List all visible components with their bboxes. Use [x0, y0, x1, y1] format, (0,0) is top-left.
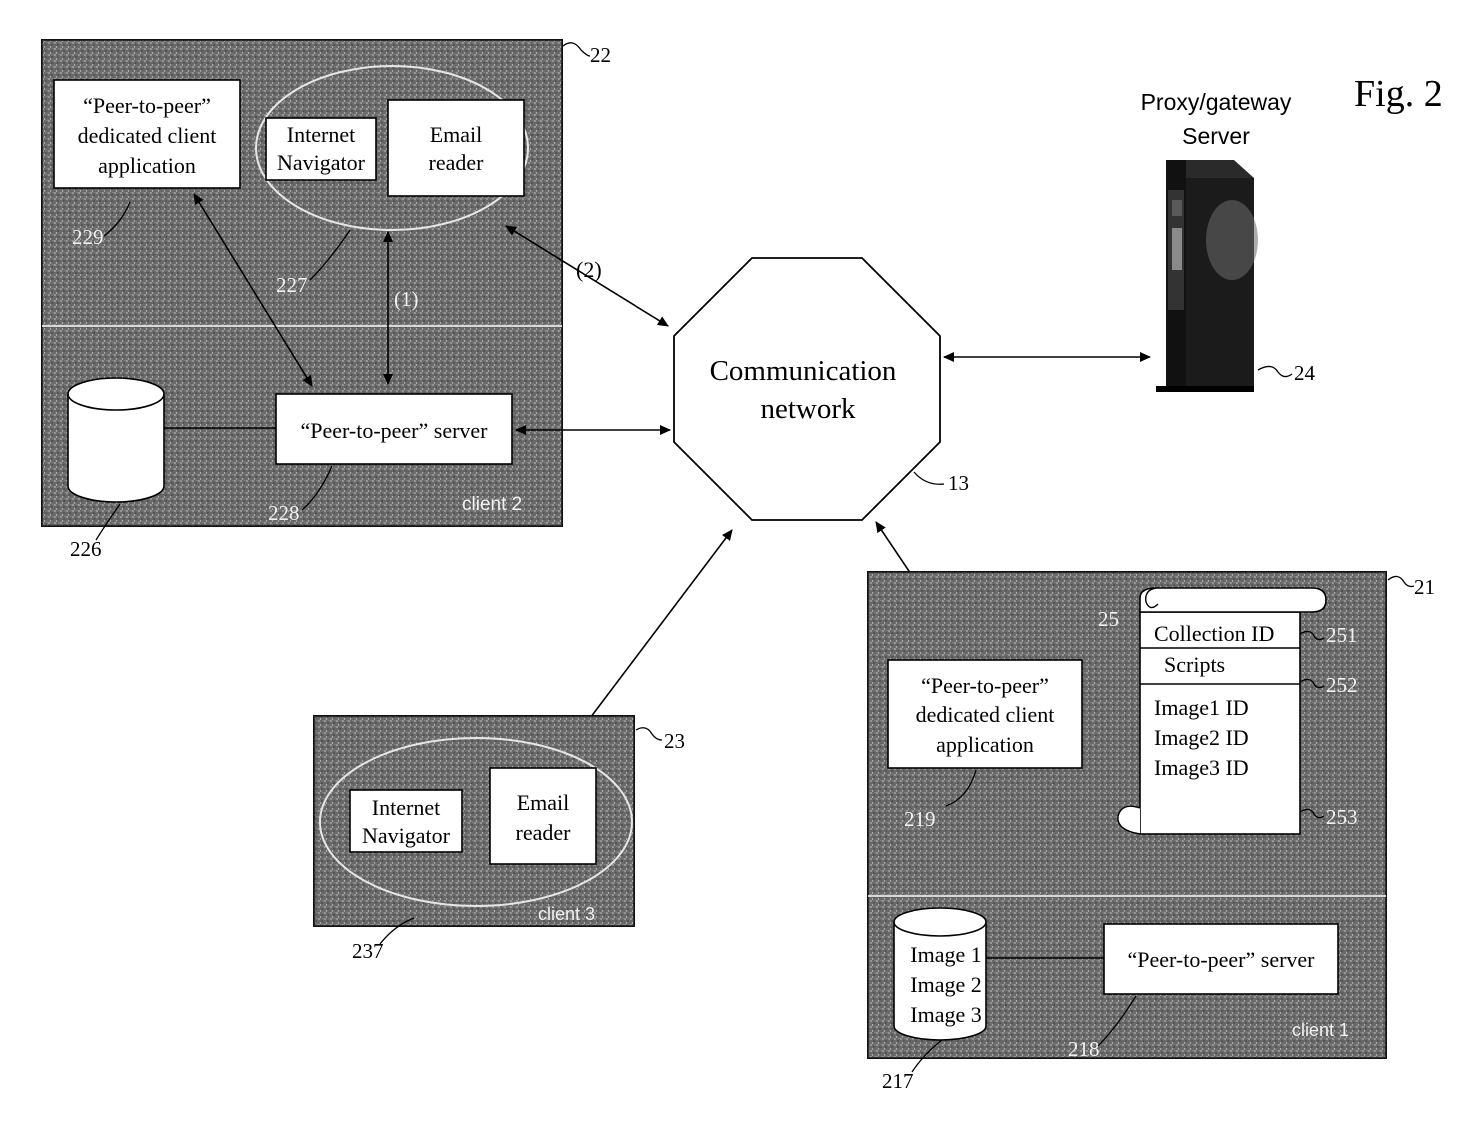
client1-db-item2: Image 2 — [910, 972, 981, 997]
scroll-scripts-ref: 252 — [1326, 673, 1358, 697]
client1-database: Image 1 Image 2 Image 3 — [894, 908, 986, 1040]
client3-network-arrow — [572, 530, 732, 742]
client2-name: client 2 — [462, 494, 522, 515]
scroll-collection-id: Collection ID — [1154, 621, 1274, 646]
collection-scroll: Collection ID Scripts Image1 ID Image2 I… — [1118, 588, 1326, 834]
client3-name: client 3 — [538, 904, 595, 924]
client2-app-line1: “Peer-to-peer” — [83, 93, 211, 118]
client3-ref: 23 — [664, 729, 685, 753]
scroll-ref: 25 — [1098, 607, 1119, 631]
client2-app-line2: dedicated client — [78, 123, 217, 148]
client1-p2p-server-box: “Peer-to-peer” server — [1104, 924, 1338, 994]
scroll-images-ref: 253 — [1326, 805, 1358, 829]
client1-db-item1: Image 1 — [910, 942, 981, 967]
network-ref-leader — [914, 472, 944, 484]
client2-arrow1-label: (1) — [394, 287, 419, 311]
client3-ref-leader — [636, 728, 662, 740]
client1-ref: 21 — [1414, 575, 1435, 599]
communication-network: Communication network — [674, 258, 940, 520]
network-ref: 13 — [948, 471, 969, 495]
client1-app-ref: 219 — [904, 807, 936, 831]
client2-navigator-box: Internet Navigator — [266, 118, 376, 180]
client1-app-line2: dedicated client — [916, 702, 1055, 727]
client3-email-line2: reader — [516, 820, 572, 845]
client1-server-ref: 218 — [1068, 1037, 1100, 1061]
client2-dedicated-app-box: “Peer-to-peer” dedicated client applicat… — [54, 80, 240, 188]
client3-navigator-line1: Internet — [372, 795, 440, 820]
client2-server-label: “Peer-to-peer” server — [300, 418, 488, 443]
client2-email-box: Email reader — [388, 100, 524, 196]
scroll-image1-id: Image1 ID — [1154, 695, 1249, 720]
client1-db-ref: 217 — [882, 1069, 914, 1093]
scroll-image2-id: Image2 ID — [1154, 725, 1249, 750]
client2-arrow2-label: (2) — [576, 257, 602, 282]
client1-ref-leader — [1388, 576, 1414, 586]
client2-p2p-server-box: “Peer-to-peer” server — [276, 394, 512, 464]
proxy-title-line1: Proxy/gateway — [1141, 89, 1292, 115]
proxy-title-line2: Server — [1182, 123, 1250, 149]
client2-navigator-line1: Internet — [287, 122, 355, 147]
client2-app-ref: 229 — [72, 225, 104, 249]
client3-navigator-box: Internet Navigator — [350, 790, 462, 852]
client2-ref: 22 — [590, 43, 611, 67]
client2-server-ref: 228 — [268, 501, 300, 525]
client3-email-box: Email reader — [490, 768, 596, 864]
client1-name: client 1 — [1292, 1020, 1349, 1040]
client1-app-line1: “Peer-to-peer” — [921, 673, 1049, 698]
client2-database — [68, 378, 164, 502]
client2-app-line3: application — [98, 153, 196, 178]
client2-ref-leader — [563, 43, 590, 56]
client2-browser-ref: 227 — [276, 273, 308, 297]
network-label-line2: network — [760, 393, 856, 425]
client1-server-label: “Peer-to-peer” server — [1127, 947, 1315, 972]
client2-db-ref: 226 — [70, 537, 102, 561]
proxy-ref-leader — [1258, 366, 1292, 376]
network-label-line1: Communication — [710, 355, 897, 387]
proxy-ref: 24 — [1294, 361, 1316, 385]
client3-browser-ref: 237 — [352, 939, 384, 963]
client1-db-item3: Image 3 — [910, 1002, 981, 1027]
client3-navigator-line2: Navigator — [362, 823, 451, 848]
client3-email-line1: Email — [517, 790, 570, 815]
scroll-scripts: Scripts — [1164, 652, 1225, 677]
figure-label: Fig. 2 — [1354, 73, 1443, 115]
proxy-server-tower-icon — [1156, 160, 1258, 392]
client1-app-line3: application — [936, 732, 1034, 757]
scroll-image3-id: Image3 ID — [1154, 755, 1249, 780]
client2-email-line2: reader — [429, 150, 485, 175]
client2-navigator-line2: Navigator — [277, 150, 366, 175]
client2-email-line1: Email — [430, 122, 483, 147]
client1-dedicated-app-box: “Peer-to-peer” dedicated client applicat… — [888, 660, 1082, 768]
scroll-collection-ref: 251 — [1326, 623, 1358, 647]
